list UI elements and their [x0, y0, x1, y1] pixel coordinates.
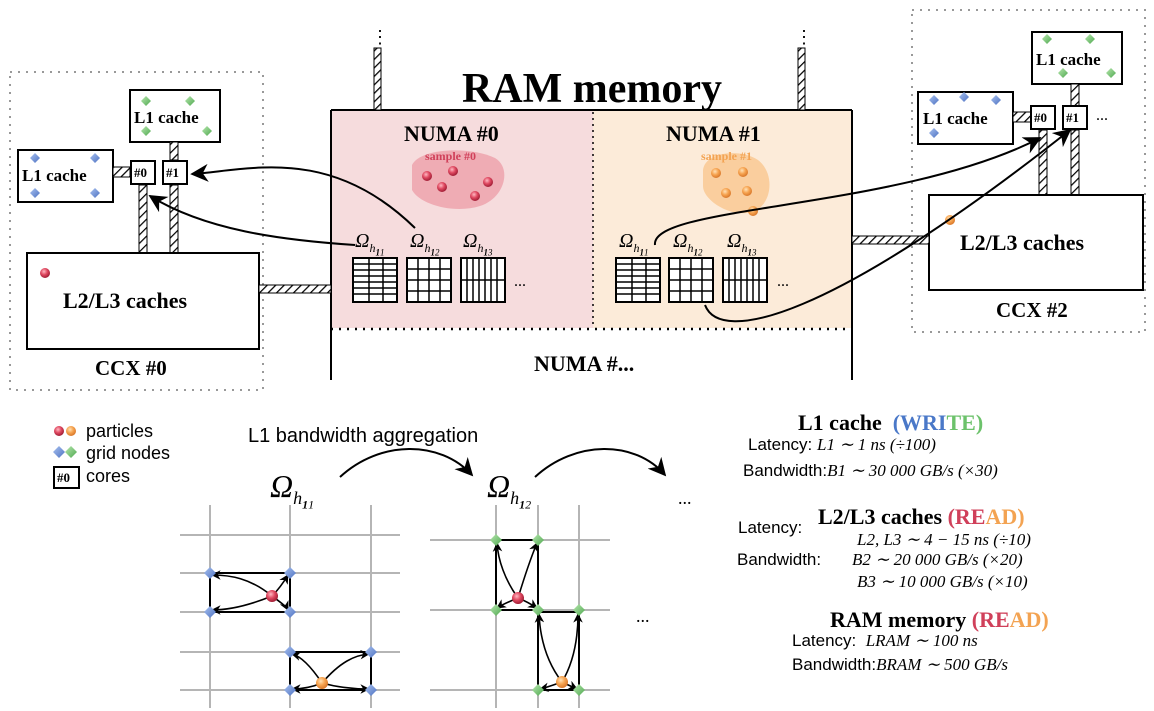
aggregation-omega-2: Ωh12: [487, 468, 532, 512]
ccx0-l1-left-label: L1 cache: [22, 166, 87, 185]
stats-l1-bandwidth: Bandwidth:B1 ∼ 30 000 GB/s (×30): [743, 461, 998, 480]
grid-illustration-2: [430, 505, 610, 708]
omega-numa0-1: Ωh11: [355, 230, 385, 258]
legend-cores: cores: [86, 466, 131, 486]
ccx2-core0-label: #0: [1034, 110, 1047, 125]
ccx2-l23-label: L2/L3 caches: [960, 230, 1085, 255]
bus-ellipsis-right: ⋮: [795, 27, 813, 47]
ccx0-label: CCX #0: [95, 356, 167, 380]
ccx0-core0-label: #0: [134, 165, 147, 180]
sample0-particles: [422, 166, 493, 201]
stats-ram-title: RAM memory (READ): [830, 607, 1049, 632]
numa1-grids: [615, 257, 768, 303]
aggregation-ellipsis-bottom: ...: [636, 606, 650, 626]
stats-l1-title: L1 cache (WRITE): [798, 410, 984, 435]
stats-l23-bandwidth-b3: B3 ∼ 10 000 GB/s (×10): [857, 572, 1028, 591]
numa-more-label: NUMA #...: [534, 351, 635, 376]
ccx0-l23-label: L2/L3 caches: [63, 288, 188, 313]
ccx0-core0: [130, 160, 156, 185]
sample0-blob: [412, 150, 505, 209]
legend-particles: particles: [86, 421, 154, 441]
l1-grid-nodes: [30, 34, 1116, 198]
ccx0-core1-label: #1: [166, 165, 179, 180]
omega-numa1-3: Ωh13: [727, 230, 757, 258]
stats-l23-title: L2/L3 caches (READ): [818, 504, 1025, 529]
grid-illustration-1: [180, 505, 400, 708]
ccx2-core0: [1030, 105, 1056, 130]
stats-l1-latency: Latency: L1 ∼ 1 ns (÷100): [748, 435, 936, 454]
aggregation-omega-1: Ωh11: [270, 468, 315, 512]
stats-l23-bandwidth-b2: B2 ∼ 20 000 GB/s (×20): [852, 550, 1023, 569]
omega-numa1-1: Ωh11: [619, 230, 649, 258]
stats-ram-bandwidth: Bandwidth:BRAM ∼ 500 GB/s: [792, 655, 1008, 674]
stats-ram-latency: Latency: LRAM ∼ 100 ns: [792, 631, 978, 650]
sample1-particles: [711, 167, 758, 216]
stats-l23-latency-label: Latency:: [738, 518, 803, 537]
legend-icons: [53, 426, 80, 489]
ccx0-l1-top-label: L1 cache: [134, 108, 199, 127]
ccx2-more-cores: ...: [1096, 107, 1108, 124]
ccx2-core1-label: #1: [1066, 110, 1079, 125]
legend-grid-nodes: grid nodes: [86, 443, 171, 463]
ccx2-l1-left-label: L1 cache: [923, 109, 988, 128]
sample1-blob: [703, 153, 770, 214]
numa0-label: NUMA #0: [404, 121, 499, 146]
numa1-label: NUMA #1: [666, 121, 761, 146]
aggregation-title: L1 bandwidth aggregation: [248, 425, 479, 447]
bus-ellipsis-left: ⋮: [371, 27, 389, 47]
ccx2-l23-box: [928, 194, 1144, 291]
numa0-grids: [352, 257, 506, 303]
stats-l23-bandwidth-label: Bandwidth:: [737, 550, 822, 569]
ccx2-l1-top-label: L1 cache: [1036, 50, 1101, 69]
numa1-grid-ellipsis: ...: [777, 273, 789, 290]
aggregation-ellipsis-top: ...: [678, 488, 692, 508]
ccx2-core1: [1062, 105, 1088, 130]
stats-l23-latency-value: L2, L3 ∼ 4 − 15 ns (÷10): [857, 530, 1031, 549]
legend-core-tag: #0: [57, 470, 70, 485]
ccx0-core1: [162, 160, 188, 185]
ccx0-l23-box: [26, 252, 260, 350]
numa0-grid-ellipsis: ...: [514, 273, 526, 290]
sample0-label: sample #0: [425, 149, 476, 163]
omega-numa1-2: Ωh12: [673, 230, 703, 258]
omega-numa0-2: Ωh12: [410, 230, 440, 258]
ccx0-boundary: [9, 71, 264, 391]
sample1-label: sample #1: [701, 149, 752, 163]
ram-title: RAM memory: [462, 66, 723, 112]
transfer-arrows: [148, 128, 1072, 323]
ccx2-group: [851, 9, 1146, 333]
ccx2-label: CCX #2: [996, 298, 1068, 322]
ccx2-boundary: [911, 9, 1146, 333]
aggregation-arrows: [339, 448, 667, 478]
omega-numa0-3: Ωh13: [463, 230, 493, 258]
